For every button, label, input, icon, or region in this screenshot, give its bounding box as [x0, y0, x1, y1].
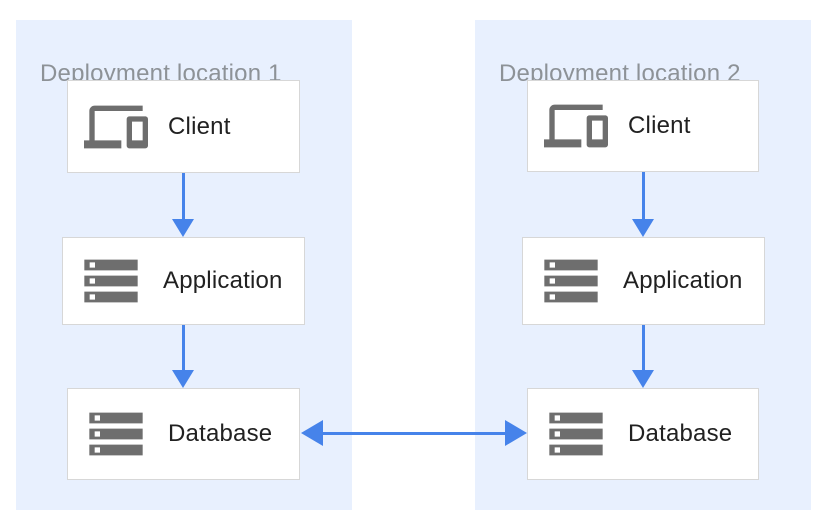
deployment-location-1-region: Deployment location 1 Client Application: [16, 20, 352, 510]
node-label: Client: [168, 112, 231, 140]
arrow-client1-to-application1: [172, 173, 194, 237]
arrow-shaft: [641, 172, 645, 219]
arrowhead-down-icon: [172, 219, 194, 237]
server-stack-icon: [544, 402, 608, 466]
node-label: Client: [628, 112, 691, 139]
server-stack-icon: [79, 249, 143, 313]
node-label: Database: [168, 420, 273, 447]
arrowhead-down-icon: [632, 219, 654, 237]
arrowhead-down-icon: [632, 370, 654, 388]
devices-icon: [544, 94, 608, 158]
node-database-2: Database: [527, 388, 759, 480]
node-label: Database: [628, 420, 733, 447]
node-application-1: Application: [62, 237, 305, 325]
arrow-database1-database2-bidirectional: [301, 420, 527, 446]
arrow-shaft: [323, 431, 505, 435]
node-client-2: Client: [527, 80, 759, 172]
arrow-application2-to-database2: [632, 325, 654, 388]
arrow-client2-to-application2: [632, 172, 654, 237]
devices-icon: [84, 95, 148, 159]
arrow-shaft: [181, 325, 185, 370]
node-label: Application: [623, 267, 743, 294]
arrow-application1-to-database1: [172, 325, 194, 388]
arrowhead-down-icon: [172, 370, 194, 388]
arrowhead-left-icon: [301, 420, 323, 446]
arrow-shaft: [181, 173, 185, 219]
arrow-shaft: [641, 325, 645, 370]
node-application-2: Application: [522, 237, 765, 325]
arrowhead-right-icon: [505, 420, 527, 446]
node-label: Application: [163, 267, 283, 294]
deployment-location-2-region: Deployment location 2 Client Application: [475, 20, 811, 510]
server-stack-icon: [539, 249, 603, 313]
node-client-1: Client: [67, 80, 300, 173]
node-database-1: Database: [67, 388, 300, 480]
server-stack-icon: [84, 402, 148, 466]
